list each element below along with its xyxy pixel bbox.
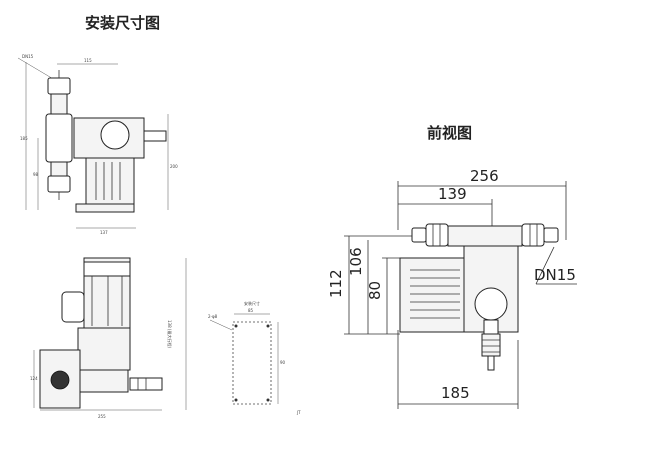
mount-title-label: 安装尺寸	[244, 300, 260, 306]
top-width-label: 115	[84, 58, 92, 63]
corner-mark-label: JT	[296, 410, 301, 415]
left-height2-label: 98	[33, 172, 39, 177]
dim-height-a: 112	[327, 269, 345, 298]
mount-height-label: 90	[280, 360, 286, 365]
front-view-title: 前视图	[427, 124, 473, 142]
mounting-footprint: 安装尺寸 85 2-φ8 90 JT	[208, 300, 301, 415]
left-height-label: 185	[20, 136, 28, 141]
base-width-label: 137	[100, 230, 108, 235]
dim-bottom-width: 185	[441, 384, 470, 402]
mount-note-label: 2-φ8	[208, 314, 218, 319]
front-view-drawing: 256 139 112 106 80 185 DN15	[327, 167, 577, 409]
install-dimensions-title: 安装尺寸图	[85, 14, 161, 32]
dim-top-width: 139	[438, 185, 467, 203]
pump-top-view: 255 124 138 (最大行程)	[30, 257, 187, 419]
port-tag-label: DN15	[22, 54, 34, 59]
dim-height-b: 106	[347, 247, 365, 276]
dim-height-c: 80	[366, 281, 384, 300]
bottom-width-label: 255	[98, 414, 106, 419]
pump-side-view: DN15 115 185 98 200 137	[17, 54, 178, 235]
stroke-note-label: 138 (最大行程)	[167, 320, 173, 348]
right-height-label: 200	[170, 164, 178, 169]
mount-width-label: 85	[248, 308, 254, 313]
dim-port-size: DN15	[534, 266, 576, 284]
dim-overall-width: 256	[470, 167, 499, 185]
left-small-label: 124	[30, 376, 38, 381]
